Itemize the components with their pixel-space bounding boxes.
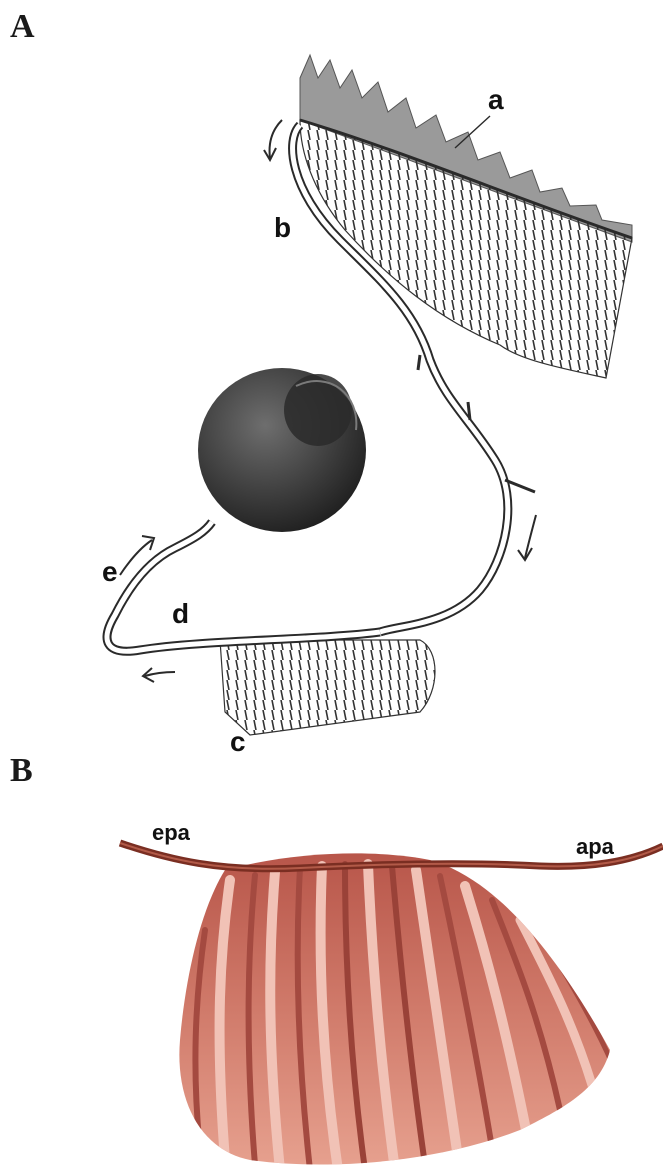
label-apa: apa [576,834,614,860]
label-epa: epa [152,820,190,846]
